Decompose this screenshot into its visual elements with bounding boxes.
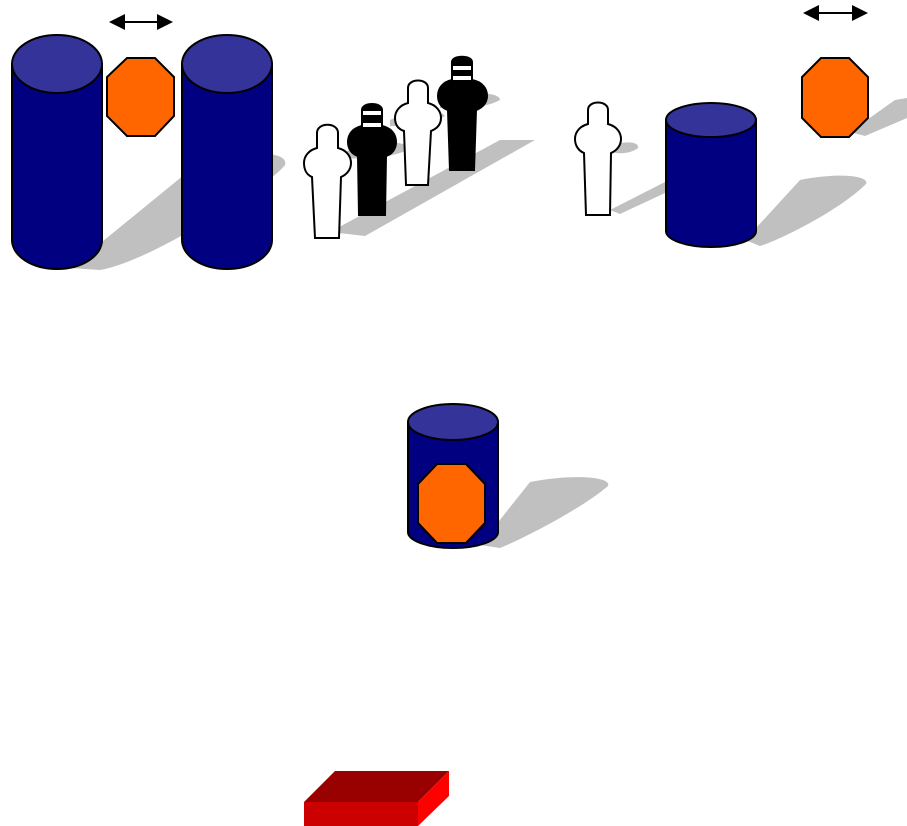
octagon-stop-sign-icon-center xyxy=(418,464,485,543)
octagon-stop-sign-icon xyxy=(107,58,174,136)
target-white-single xyxy=(575,103,621,216)
target-white-back xyxy=(395,81,441,186)
barrel-right xyxy=(666,103,756,247)
target-white-front xyxy=(304,125,351,238)
barrel-left-tall xyxy=(12,35,102,269)
red-box-icon xyxy=(304,771,449,826)
target-black-front xyxy=(348,104,396,215)
octagon-stop-sign-icon-right xyxy=(802,58,868,137)
barrel-left-second-tall xyxy=(182,35,272,269)
